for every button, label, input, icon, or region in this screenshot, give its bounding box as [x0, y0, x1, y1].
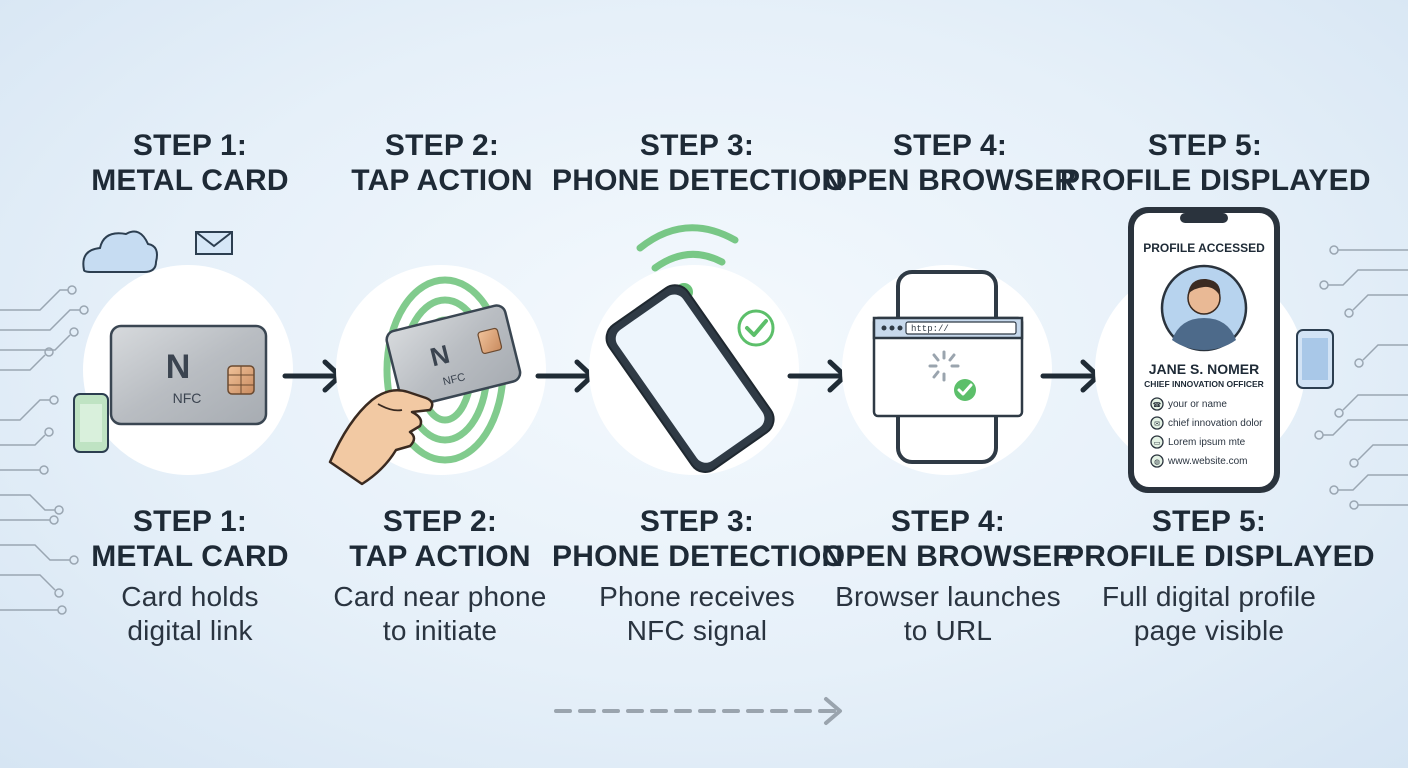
avatar [1160, 264, 1248, 352]
circuit-lines-right [1314, 245, 1408, 510]
step-3-heading: STEP 3:PHONE DETECTION [552, 129, 844, 197]
metal-nfc-card: N NFC [109, 324, 268, 426]
profile-name: JANE S. NOMER [1149, 361, 1259, 377]
profile-role: CHIEF INNOVATION OFFICER [1144, 379, 1264, 389]
profile-header: PROFILE ACCESSED [1143, 241, 1265, 255]
svg-text:Lorem ipsum mte: Lorem ipsum mte [1168, 437, 1246, 448]
mail-icon [195, 231, 233, 255]
step-5-caption: STEP 5:PROFILE DISPLAYED Full digital pr… [1064, 505, 1375, 646]
browser-window: http:// [872, 316, 1024, 418]
phone-icon: ☎ [1153, 401, 1162, 409]
step-4-heading: STEP 4:OPEN BROWSER [823, 129, 1077, 197]
svg-text:N: N [166, 348, 191, 386]
circuit-lines-left [0, 285, 89, 615]
profile-field-row: ◍ www.website.com [1150, 454, 1247, 468]
profile-field-row: ✉ chief innovation dolor [1150, 416, 1263, 430]
step-5-illustration: PROFILE ACCESSED JANE S. NOMER CHIEF INN… [1095, 207, 1334, 493]
check-icon [737, 309, 775, 347]
profile-field-row: ▭ Lorem ipsum mte [1150, 435, 1246, 449]
step-3-illustration [589, 224, 799, 475]
progress-dashed-arrow [554, 697, 842, 725]
phone-tilted [605, 284, 775, 473]
hand-icon [328, 389, 434, 486]
arrow-icon [282, 359, 343, 393]
svg-text:chief innovation dolor: chief innovation dolor [1168, 418, 1263, 429]
svg-text:www.website.com: www.website.com [1167, 456, 1247, 467]
svg-text:your or name: your or name [1168, 399, 1227, 410]
profile-phone: PROFILE ACCESSED JANE S. NOMER CHIEF INN… [1128, 207, 1280, 493]
wifi-signal-icon [636, 224, 739, 272]
profile-field-row: ☎ your or name [1150, 397, 1227, 411]
globe-icon: ◍ [1154, 459, 1160, 466]
step-4-illustration: http:// [842, 265, 1052, 475]
step-5-heading: STEP 5:PROFILE DISPLAYED [1060, 129, 1371, 197]
arrow-icon [535, 359, 595, 393]
loading-spinner-icon [928, 350, 960, 382]
step-1-heading: STEP 1:METAL CARD [91, 129, 289, 197]
tablet-small-icon [1296, 329, 1334, 389]
tapping-card: N NFC [385, 304, 522, 409]
cloud-icon [82, 230, 158, 273]
step-1-illustration: N NFC [73, 230, 293, 475]
step-2-heading: STEP 2:TAP ACTION [351, 129, 533, 197]
id-card-icon: ▭ [1154, 440, 1161, 447]
svg-text:NFC: NFC [442, 371, 467, 388]
chat-icon: ✉ [1154, 421, 1160, 428]
check-icon [954, 379, 976, 401]
card-nfc-label: NFC [173, 390, 202, 406]
step-2-illustration: N NFC [328, 265, 546, 486]
url-bar: http:// [911, 324, 949, 334]
phone-small-icon [73, 393, 109, 453]
